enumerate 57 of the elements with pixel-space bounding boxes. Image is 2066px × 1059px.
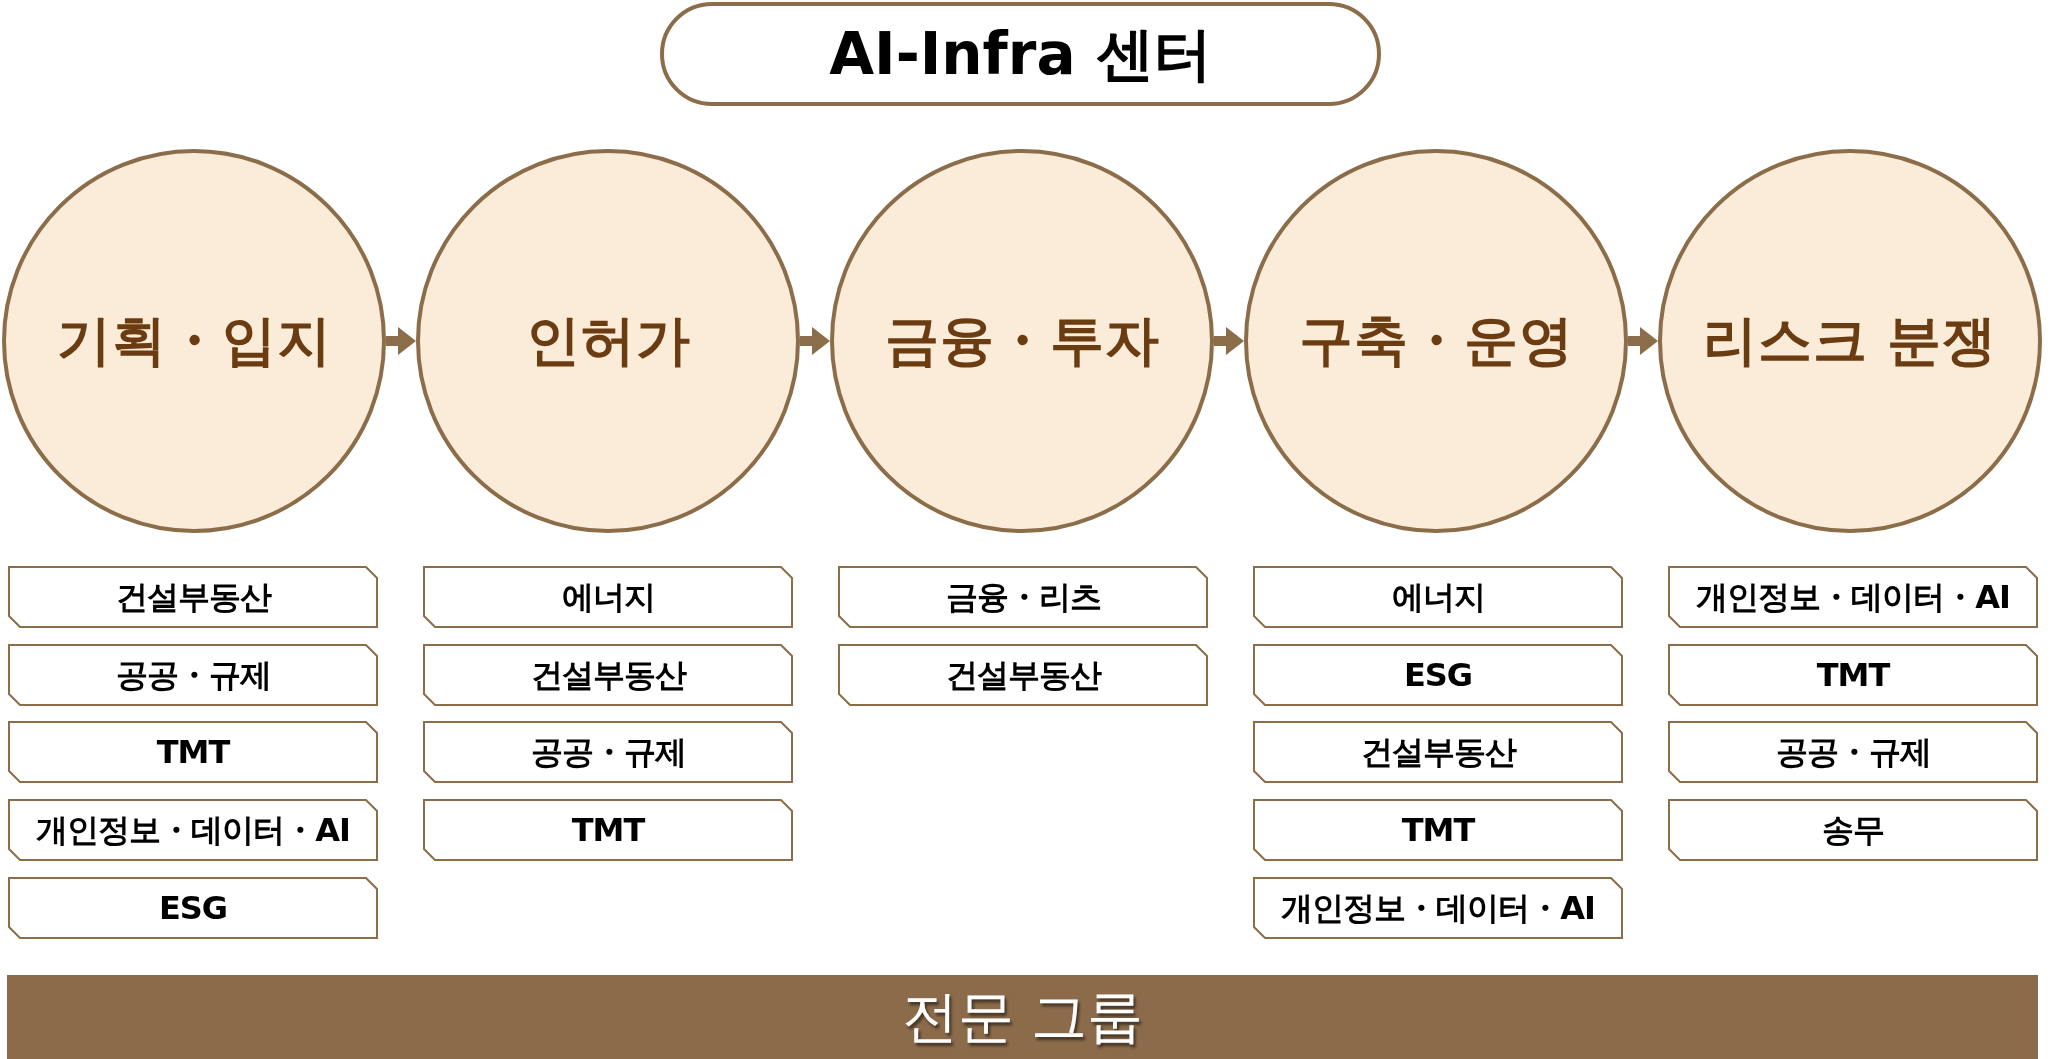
practice-tag	[1253, 721, 1623, 783]
practice-tag	[1253, 644, 1623, 706]
stage-circle	[1244, 149, 1628, 533]
practice-tag	[1668, 566, 2038, 628]
practice-tag	[8, 799, 378, 861]
practice-tag	[8, 644, 378, 706]
tag-label: 송무	[1822, 811, 1884, 849]
practice-tag	[423, 644, 793, 706]
practice-tag	[8, 877, 378, 939]
practice-tag	[8, 566, 378, 628]
banner	[7, 975, 2038, 1059]
stage-circle	[1658, 149, 2042, 533]
tag-label: 금융・리츠	[945, 578, 1101, 616]
tag-label: 에너지	[1391, 578, 1485, 616]
practice-tag	[1668, 799, 2038, 861]
tag-label: TMT	[571, 811, 645, 849]
tag-label: ESG	[158, 889, 228, 927]
practice-tag	[838, 644, 1208, 706]
title-text: AI-Infra 센터	[829, 20, 1212, 88]
tag-label: 공공・규제	[115, 656, 271, 694]
tag-label: 개인정보・데이터・AI	[1281, 889, 1595, 927]
tag-label: TMT	[1401, 811, 1475, 849]
tag-label: 개인정보・데이터・AI	[36, 811, 350, 849]
stage-circle	[2, 149, 386, 533]
arrow	[800, 327, 830, 355]
tag-label: 건설부동산	[1360, 733, 1516, 771]
tag-label: 건설부동산	[530, 656, 686, 694]
practice-tag	[423, 721, 793, 783]
practice-tag	[1253, 799, 1623, 861]
tag-label: 개인정보・데이터・AI	[1696, 578, 2010, 616]
tag-label: 건설부동산	[115, 578, 271, 616]
arrow	[1628, 327, 1658, 355]
tag-label: 공공・규제	[530, 733, 686, 771]
stage-circle	[416, 149, 800, 533]
practice-tag	[423, 566, 793, 628]
stage-label: 구축・운영	[1298, 309, 1574, 373]
tag-label: 공공・규제	[1775, 733, 1931, 771]
tag-label: TMT	[156, 733, 230, 771]
stage-circle	[830, 149, 1214, 533]
tag-label: 에너지	[561, 578, 655, 616]
practice-tag	[838, 566, 1208, 628]
practice-tag	[1253, 566, 1623, 628]
practice-tag	[1253, 877, 1623, 939]
practice-tag	[1668, 721, 2038, 783]
practice-tag	[8, 721, 378, 783]
arrow	[386, 327, 416, 355]
stage-label: 금융・투자	[884, 309, 1160, 373]
practice-tag	[423, 799, 793, 861]
stage-label: 기획・입지	[56, 309, 332, 373]
tag-label: TMT	[1816, 656, 1890, 694]
arrow	[1214, 327, 1244, 355]
tag-label: ESG	[1403, 656, 1473, 694]
stage-label: 리스크 분쟁	[1702, 309, 1998, 373]
tag-label: 건설부동산	[945, 656, 1101, 694]
practice-tag	[1668, 644, 2038, 706]
banner-text: 전문 그룹	[901, 984, 1144, 1050]
stage-label: 인허가	[525, 309, 691, 373]
